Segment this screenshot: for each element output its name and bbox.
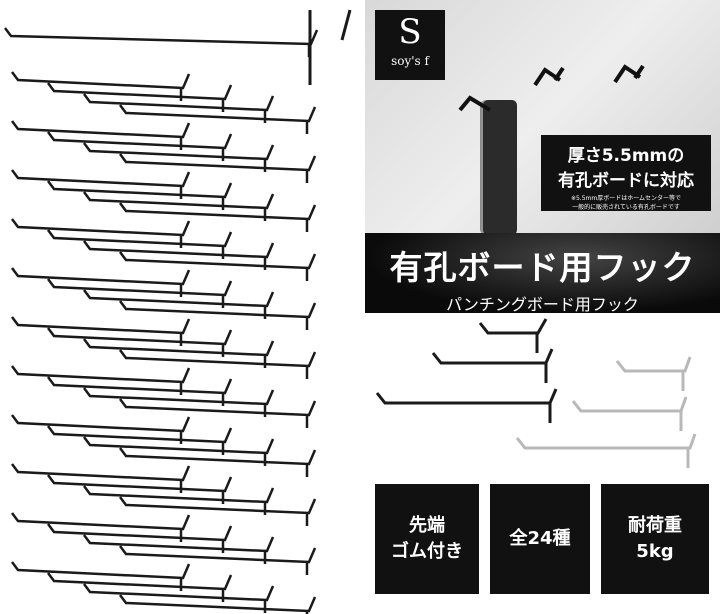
thickness-badge: 厚さ5.5mmの 有孔ボードに対応 ※5.5mm厚ボードはホームセンター等で一般… <box>541 135 711 211</box>
thickness-line1: 厚さ5.5mmの <box>567 146 685 166</box>
hook-stacked <box>11 169 191 199</box>
hook-stacked <box>83 485 275 515</box>
black-tool-image <box>483 100 517 235</box>
hook-stacked <box>83 436 275 466</box>
hook-stacked <box>47 278 233 308</box>
hook-stacked <box>119 447 317 477</box>
hook-stacked <box>11 561 191 591</box>
hook-stacked <box>47 523 233 553</box>
hook-stacked <box>11 120 191 150</box>
silver-hooks <box>515 356 697 468</box>
hook-stacked <box>11 512 191 542</box>
hook-stacked <box>119 251 317 281</box>
hook-single <box>4 27 319 57</box>
hook-single-backplate <box>308 9 352 85</box>
hook-stacked <box>83 534 275 564</box>
hook-stacked <box>119 545 317 575</box>
hook-stacked <box>119 594 317 614</box>
feature-2-line2: 5kg <box>636 541 674 562</box>
pegboard-photo: S soy's f 厚さ5.5mmの 有孔ボードに対応 ※5.5mm厚ボードはホ… <box>365 0 720 235</box>
hook-stacked <box>11 218 191 248</box>
hook-stacked <box>47 376 233 406</box>
feature-2-line1: 耐荷重 <box>628 515 682 536</box>
hook-stacked <box>83 240 275 270</box>
black-hooks <box>375 318 558 423</box>
feature-24-types: 全24種 <box>490 484 590 594</box>
title-main: 有孔ボード用フック <box>389 248 696 287</box>
thickness-note1: ※5.5mm厚ボードはホームセンター等で <box>570 195 682 202</box>
stacked-black-hooks-image <box>4 9 352 614</box>
feature-rubber-tip: 先端ゴム付き <box>375 484 479 594</box>
hook-stacked <box>11 71 191 101</box>
hook-stacked <box>47 131 233 161</box>
hook-stacked <box>119 349 317 379</box>
hook-stacked <box>83 387 275 417</box>
hook-stacked <box>83 583 275 613</box>
thickness-line2: 有孔ボードに対応 <box>558 171 694 191</box>
hook-stacked <box>119 202 317 232</box>
hook-stacked <box>47 180 233 210</box>
product-info-panel: S soy's f 厚さ5.5mmの 有孔ボードに対応 ※5.5mm厚ボードはホ… <box>365 0 720 614</box>
hook-stacked <box>47 229 233 259</box>
title-sub: パンチングボード用フック <box>446 295 639 314</box>
thickness-note2: 一般的に販売されている有孔ボードです <box>572 204 680 211</box>
hook-stacked <box>119 398 317 428</box>
hook-stacked <box>11 316 191 346</box>
brand-logo: S soy's f <box>375 10 445 80</box>
hook-stacked <box>83 93 275 123</box>
hook-stacked <box>119 104 317 134</box>
hook-stacked <box>119 496 317 526</box>
hook-stacked <box>47 572 233 602</box>
hook-sizes-illustration <box>375 318 697 468</box>
logo-name: soy's f <box>391 54 429 68</box>
photo-hooks <box>458 64 645 112</box>
hook-stacked <box>11 463 191 493</box>
hook-stacked <box>47 425 233 455</box>
hook-stacked <box>83 289 275 319</box>
hook-stacked <box>11 365 191 395</box>
feature-0-line1: 先端 <box>409 515 445 536</box>
feature-1-line1: 全24種 <box>509 528 571 549</box>
hook-stacked <box>83 191 275 221</box>
feature-load-capacity: 耐荷重 5kg <box>601 484 709 594</box>
hook-stacked <box>11 267 191 297</box>
hook-stacked <box>119 300 317 330</box>
hook-stacked <box>119 153 317 183</box>
hook-stacked <box>47 327 233 357</box>
hook-stacked <box>83 338 275 368</box>
hook-stacked <box>11 414 191 444</box>
hook-stacked <box>83 142 275 172</box>
logo-monogram: S <box>398 12 422 52</box>
feature-0-line2: ゴム付き <box>391 541 463 562</box>
hook-stacked <box>47 474 233 504</box>
hook-stacked <box>47 82 233 112</box>
title-band: 有孔ボード用フック パンチングボード用フック <box>365 233 720 314</box>
